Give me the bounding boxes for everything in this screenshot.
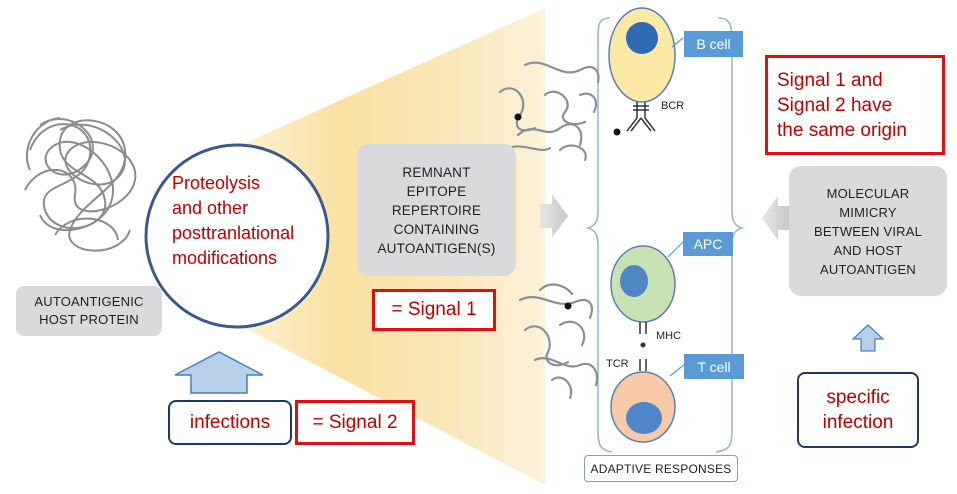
apc-label: APC xyxy=(683,232,733,256)
t-cell-nucleus xyxy=(626,402,662,434)
peptide-dot-icon xyxy=(613,128,621,136)
specific-infection-arrow-icon xyxy=(851,324,885,352)
remnant-epitope-box: REMNANT EPITOPE REPERTOIRE CONTAINING AU… xyxy=(357,144,516,276)
peptide-dot-icon xyxy=(564,302,572,310)
same-origin-box: Signal 1 and Signal 2 have the same orig… xyxy=(765,55,945,155)
bcr-receptor-icon xyxy=(626,102,656,132)
infection-arrow-icon xyxy=(174,351,264,394)
right-brace xyxy=(715,17,745,453)
b-cell xyxy=(608,7,676,103)
bcr-label: BCR xyxy=(661,100,685,112)
infections-box: infections xyxy=(168,400,292,445)
t-cell-label: T cell xyxy=(684,354,744,379)
mhc-label: MHC xyxy=(656,330,682,342)
antigen-dot xyxy=(640,342,646,348)
signal-1-box: = Signal 1 xyxy=(372,289,496,331)
left-brace xyxy=(585,17,613,453)
peptide-fragments-upper xyxy=(498,61,600,162)
molecular-mimicry-box: MOLECULAR MIMICRY BETWEEN VIRAL AND HOST… xyxy=(789,166,947,296)
gray-arrow-left-icon xyxy=(762,196,790,240)
apc-nucleus xyxy=(620,265,648,297)
signal-2-box: = Signal 2 xyxy=(295,400,415,445)
mhc-tcr-synapse-icon xyxy=(639,322,647,371)
peptide-dot-icon xyxy=(514,113,522,121)
b-cell-label: B cell xyxy=(684,31,743,57)
peptide-fragments-lower xyxy=(518,283,599,400)
proteolysis-circle xyxy=(144,143,330,329)
gray-arrow-right-icon xyxy=(540,194,568,238)
specific-infection-box: specific infection xyxy=(797,372,919,448)
proteolysis-text: Proteolysis and other posttranlational m… xyxy=(172,173,295,268)
host-protein-label: AUTOANTIGENIC HOST PROTEIN xyxy=(16,286,162,336)
tangled-protein-icon xyxy=(24,117,137,252)
adaptive-responses-label: ADAPTIVE RESPONSES xyxy=(584,455,738,482)
tcr-label: TCR xyxy=(606,358,629,370)
b-cell-nucleus xyxy=(626,22,658,54)
